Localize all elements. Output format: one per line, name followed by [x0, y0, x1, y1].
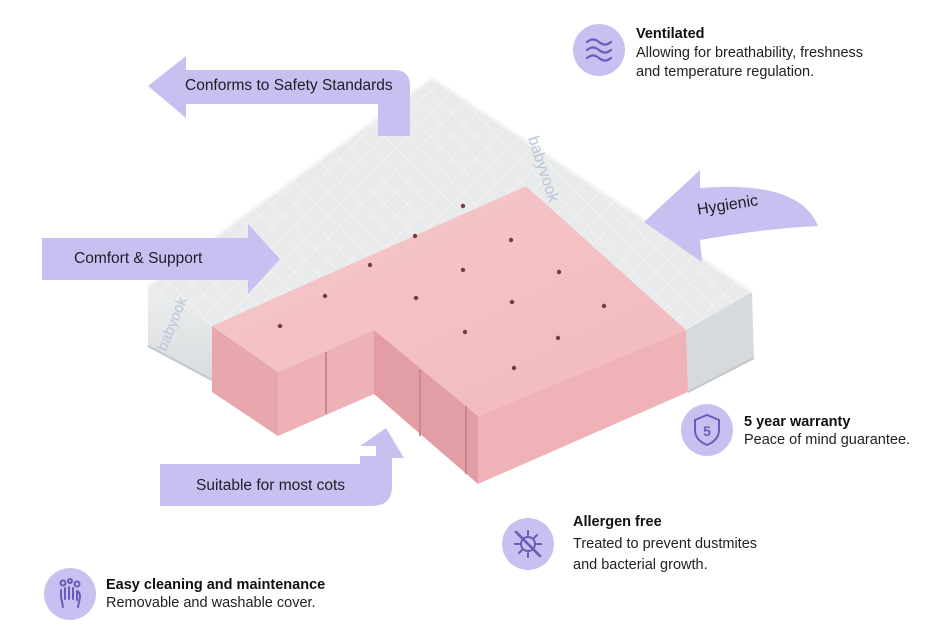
arrow-comfort — [42, 224, 280, 294]
feature-ventilated-title: Ventilated — [636, 26, 705, 42]
feature-allergen-line2: and bacterial growth. — [573, 557, 708, 573]
ventilation-hole — [556, 269, 562, 275]
ventilation-hole — [601, 303, 607, 309]
warranty-badge-number: 5 — [703, 423, 711, 439]
arrow-cots — [160, 428, 404, 506]
arrow-label-safety: Conforms to Safety Standards — [185, 77, 393, 94]
foam-face-mid — [374, 330, 478, 484]
feature-warranty-line1: Peace of mind guarantee. — [744, 432, 911, 448]
feature-ventilated: Ventilated Allowing for breathability, f… — [573, 24, 903, 84]
cover-top — [148, 78, 752, 330]
feature-allergen: Allergen free Treated to prevent dustmit… — [502, 512, 802, 578]
ventilation-hole — [508, 237, 514, 243]
arrow-hygienic — [644, 170, 818, 262]
feature-allergen-title: Allergen free — [573, 514, 662, 530]
feature-ventilated-line2: and temperature regulation. — [636, 64, 815, 80]
shield-icon: 5 — [681, 404, 733, 456]
ventilation-holes — [277, 203, 607, 371]
foam-face-right — [478, 330, 688, 484]
ventilation-hole — [460, 267, 466, 273]
no-germs-icon — [502, 518, 554, 570]
arrow-label-cots: Suitable for most cots — [196, 477, 346, 494]
feature-allergen-line1: Treated to prevent dustmites — [573, 536, 758, 552]
foam-face-left-a — [212, 326, 278, 436]
feature-cleaning: Easy cleaning and maintenance Removable … — [44, 568, 384, 624]
ventilation-hole — [277, 323, 283, 329]
wind-waves-icon — [573, 24, 625, 76]
feature-cleaning-line1: Removable and washable cover. — [106, 595, 316, 611]
ventilation-hole — [462, 329, 468, 335]
arrow-safety — [148, 56, 410, 136]
ventilation-hole — [322, 293, 328, 299]
feature-cleaning-title: Easy cleaning and maintenance — [106, 577, 326, 593]
foam-top — [212, 186, 686, 416]
ventilation-hole — [412, 233, 418, 239]
feature-warranty-title: 5 year warranty — [744, 414, 851, 430]
cover-side-left — [148, 286, 212, 380]
ventilation-hole — [413, 295, 419, 301]
ventilation-hole — [367, 262, 373, 268]
ventilation-hole — [511, 365, 517, 371]
arrow-label-comfort: Comfort & Support — [74, 250, 203, 267]
feature-warranty: 5 5 year warranty Peace of mind guarante… — [681, 404, 941, 460]
feature-ventilated-line1: Allowing for breathability, freshness — [636, 45, 864, 61]
ventilation-hole — [460, 203, 466, 209]
ventilation-hole — [555, 335, 561, 341]
washing-hand-icon — [44, 568, 96, 620]
ventilation-hole — [509, 299, 515, 305]
cover-side-right — [686, 292, 754, 392]
